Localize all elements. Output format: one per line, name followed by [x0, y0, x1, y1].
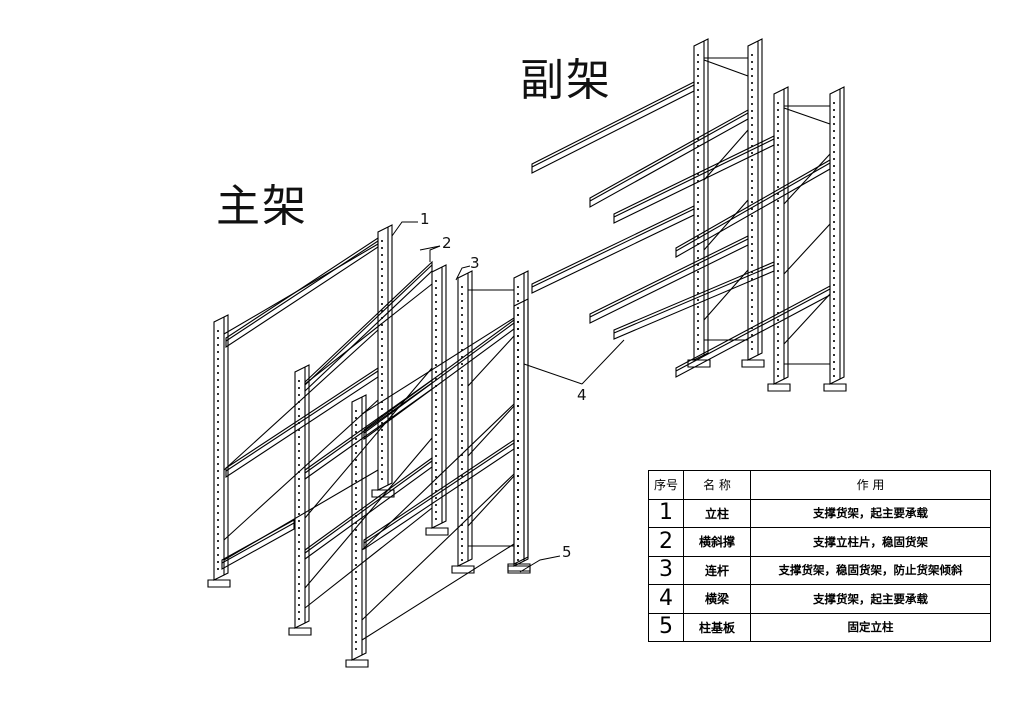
upright-post — [431, 264, 447, 529]
sub-rack-title: 副架 — [520, 55, 612, 106]
diagonal-brace — [361, 403, 515, 551]
row-no: 3 — [648, 555, 684, 585]
horizontal-brace — [703, 59, 749, 77]
row-no: 2 — [648, 527, 684, 557]
base-plate — [507, 565, 531, 574]
row-no: 4 — [648, 584, 684, 614]
leader-3 — [455, 265, 471, 281]
upright-post — [693, 38, 709, 361]
row-no: 1 — [648, 498, 684, 528]
diagonal-brace — [361, 473, 515, 621]
table-row: 4 横梁 支撑货架，起主要承载 — [648, 584, 991, 614]
base-plate — [823, 383, 847, 392]
table-row: 1 立柱 支撑货架，起主要承载 — [648, 498, 991, 528]
row-function: 支撑货架，起主要承载 — [750, 498, 991, 528]
callout-1: 1 — [420, 210, 430, 228]
beam — [225, 366, 379, 479]
main-rack-title: 主架 — [216, 181, 308, 232]
row-name: 横斜撑 — [683, 527, 751, 557]
legend-table: 序号 名 称 作 用 1 立柱 支撑货架，起主要承载 2 横斜撑 支撑立柱片，稳… — [648, 470, 991, 642]
header-no: 序号 — [648, 470, 684, 500]
beam — [675, 159, 831, 258]
beam — [589, 109, 749, 208]
base-plate — [767, 383, 791, 392]
row-name: 连杆 — [683, 555, 751, 585]
row-function: 支撑立柱片，稳固货架 — [750, 527, 991, 557]
beam — [589, 235, 749, 324]
table-row: 3 连杆 支撑货架，稳固货架，防止货架倾斜 — [648, 555, 991, 585]
beam — [221, 519, 295, 570]
main-rack — [207, 224, 531, 668]
horizontal-brace — [304, 507, 433, 609]
base-plate — [345, 659, 369, 668]
table-row: 2 横斜撑 支撑立柱片，稳固货架 — [648, 527, 991, 557]
diagonal-brace — [703, 269, 749, 321]
beam — [613, 135, 775, 224]
beam — [531, 205, 695, 294]
diagonal-brace — [467, 475, 515, 527]
leader-1 — [391, 221, 418, 237]
row-name: 横梁 — [683, 584, 751, 614]
diagonal-brace — [783, 293, 831, 345]
diagonal-brace — [223, 329, 379, 471]
upright-post — [377, 224, 393, 491]
leader-4b — [581, 339, 625, 385]
base-plate — [371, 489, 395, 498]
row-function: 支撑货架，起主要承载 — [750, 584, 991, 614]
diagonal-brace — [304, 367, 433, 519]
callout-5: 5 — [562, 543, 572, 561]
beam — [363, 438, 515, 551]
callout-4: 4 — [577, 386, 587, 404]
beam — [363, 318, 515, 441]
beam — [304, 456, 433, 561]
horizontal-brace — [361, 317, 515, 415]
row-name: 立柱 — [683, 498, 751, 528]
upright-post — [773, 86, 789, 385]
header-function: 作 用 — [750, 470, 991, 500]
upright-post — [213, 314, 229, 581]
horizontal-brace — [304, 283, 433, 385]
upright-post — [294, 364, 310, 629]
callout-2: 2 — [442, 234, 452, 252]
beam — [225, 236, 379, 349]
base-plate — [425, 527, 449, 536]
beam — [675, 285, 831, 378]
diagonal-brace — [703, 199, 749, 251]
callout-3: 3 — [470, 254, 480, 272]
beam — [613, 261, 775, 340]
beam — [531, 81, 695, 174]
row-name: 柱基板 — [683, 612, 751, 642]
upright-post — [513, 270, 529, 567]
legend-header-row: 序号 名 称 作 用 — [648, 470, 991, 500]
horizontal-brace — [783, 107, 831, 125]
header-name: 名 称 — [683, 470, 751, 500]
row-function: 固定立柱 — [750, 612, 991, 642]
row-function: 支撑货架，稳固货架，防止货架倾斜 — [750, 555, 991, 585]
leader-2 — [429, 245, 441, 262]
leader-2b — [419, 245, 441, 251]
upright-post — [457, 270, 473, 567]
diagonal-brace — [783, 153, 831, 205]
leader-4a — [523, 363, 583, 385]
diagonal-brace — [783, 223, 831, 275]
table-row: 5 柱基板 固定立柱 — [648, 612, 991, 642]
base-plate — [207, 579, 231, 588]
horizontal-brace — [361, 543, 515, 641]
base-plate — [288, 627, 312, 636]
beam — [304, 260, 433, 393]
row-no: 5 — [648, 612, 684, 642]
base-plate — [741, 359, 765, 368]
callout-leaders — [391, 221, 625, 573]
upright-post — [513, 298, 529, 565]
upright-post — [351, 394, 367, 661]
diagonal-brace — [467, 335, 515, 387]
leader-5 — [519, 555, 561, 573]
diagonal-brace — [467, 405, 515, 457]
base-plate — [451, 565, 475, 574]
upright-post — [747, 38, 763, 361]
sub-rack — [531, 38, 847, 392]
diagonal-brace — [703, 129, 749, 181]
upright-post — [829, 86, 845, 385]
